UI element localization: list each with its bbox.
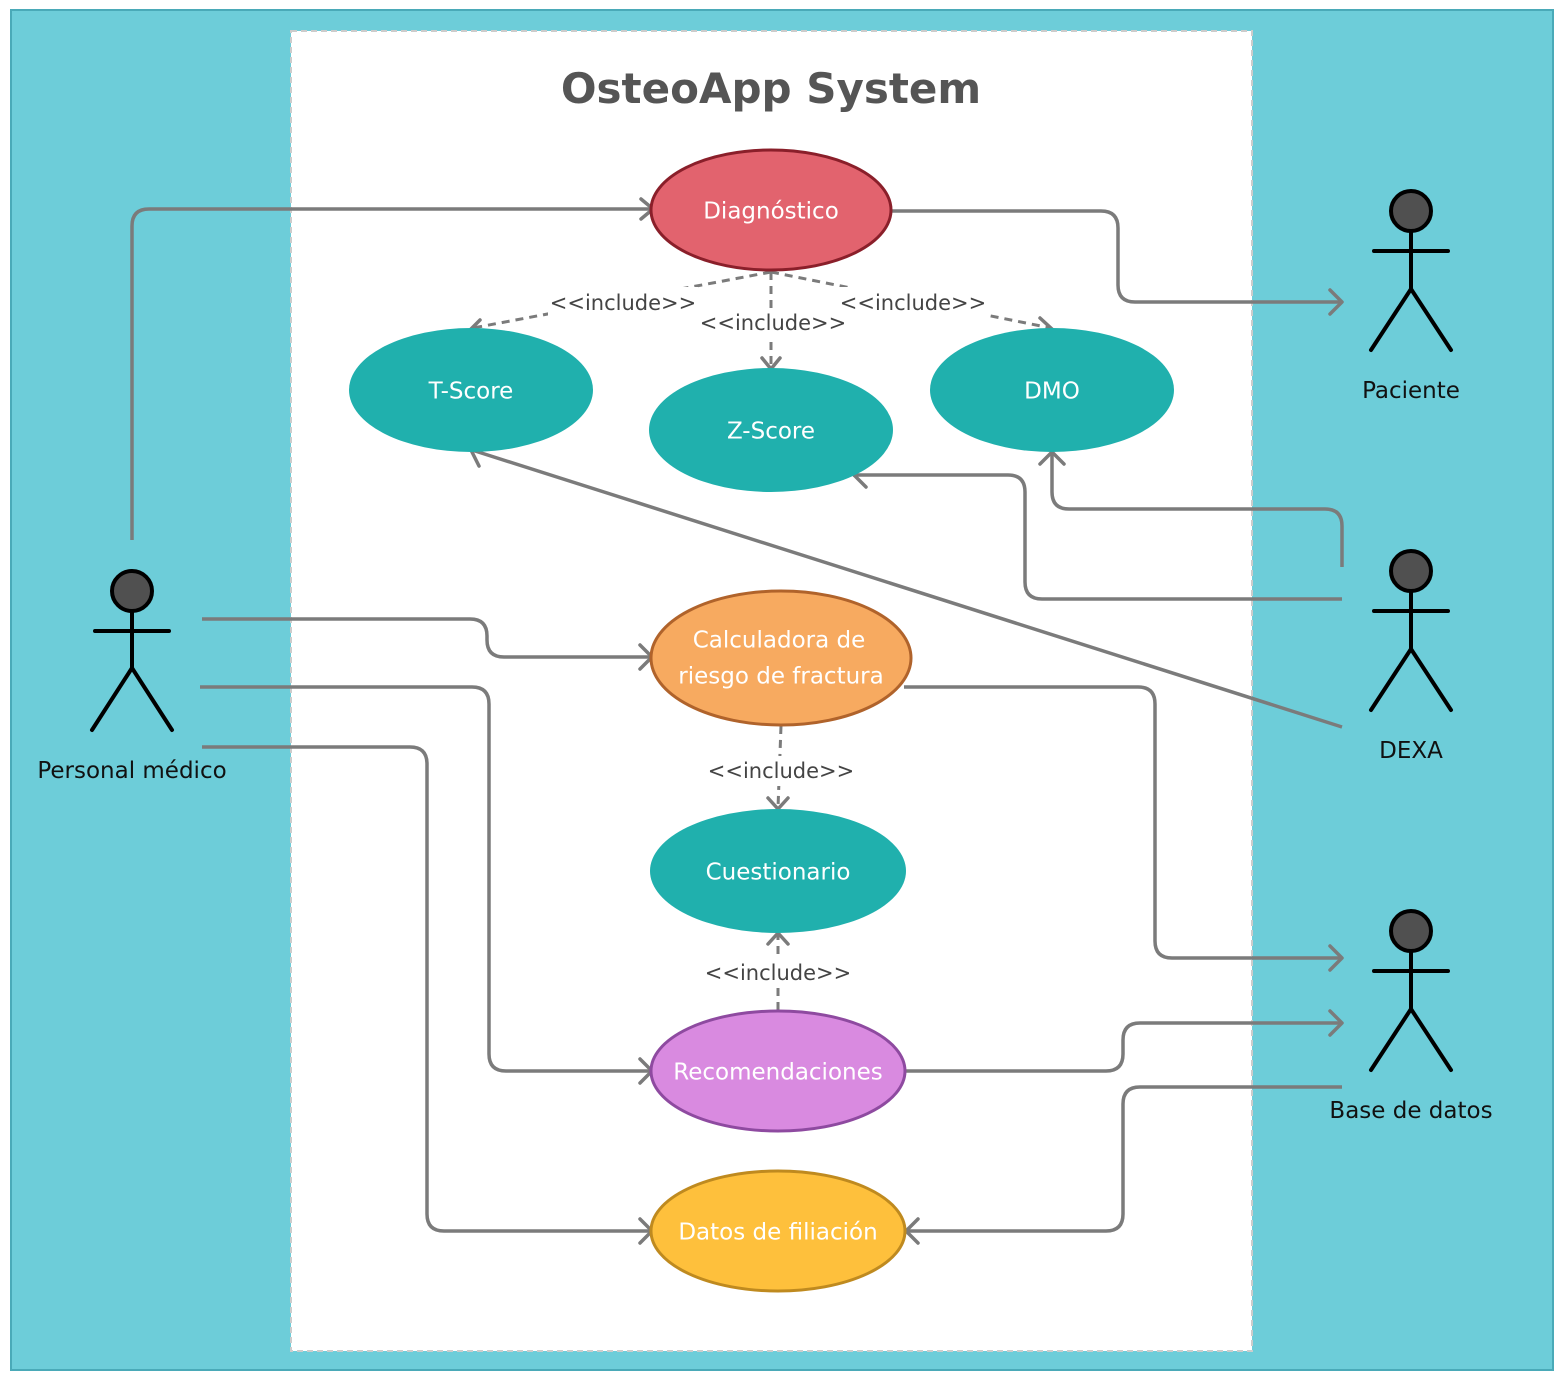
actor-dexa-label: DEXA bbox=[1379, 738, 1443, 764]
assoc-dexa-zscore bbox=[853, 473, 1342, 601]
assoc-dexa-dmo bbox=[1050, 452, 1344, 567]
include-label-zscore: <<include>> bbox=[700, 311, 846, 335]
assoc-medico-diagnostico bbox=[130, 207, 650, 540]
label-backing bbox=[548, 287, 698, 317]
actor-head-icon bbox=[1389, 909, 1433, 953]
arrowhead bbox=[1328, 288, 1344, 316]
usecase-calculadora-label-line1: Calculadora de bbox=[693, 628, 866, 654]
arrowhead bbox=[1328, 1009, 1344, 1037]
assoc-diagnostico-paciente bbox=[892, 209, 1340, 304]
usecase-calculadora[interactable]: Calculadora de riesgo de fractura bbox=[649, 589, 913, 727]
usecase-datos-filiacion-label: Datos de filiación bbox=[678, 1220, 877, 1246]
usecase-tscore[interactable]: T-Score bbox=[349, 328, 593, 452]
label-backing bbox=[698, 308, 848, 338]
assoc-medico-calculadora bbox=[202, 617, 650, 659]
usecase-cuestionario[interactable]: Cuestionario bbox=[650, 809, 906, 933]
assoc-medico-recomendaciones bbox=[200, 685, 650, 1073]
actor-paciente-label: Paciente bbox=[1362, 378, 1460, 404]
usecase-zscore[interactable]: Z-Score bbox=[649, 368, 893, 492]
actor-head-icon bbox=[110, 569, 154, 613]
assoc-medico-filiacion bbox=[202, 745, 650, 1233]
actor-paciente[interactable]: Paciente bbox=[1362, 189, 1460, 404]
include-label-cuestionario-top: <<include>> bbox=[708, 759, 854, 783]
actor-personal-medico-label: Personal médico bbox=[37, 758, 226, 784]
actor-dexa[interactable]: DEXA bbox=[1369, 549, 1453, 764]
usecase-tscore-label: T-Score bbox=[428, 379, 514, 405]
include-label-tscore: <<include>> bbox=[550, 291, 696, 315]
system-title: OsteoApp System bbox=[561, 64, 981, 113]
usecase-calculadora-label-line2: riesgo de fractura bbox=[678, 664, 883, 690]
label-backing bbox=[703, 957, 853, 987]
label-backing bbox=[706, 756, 856, 786]
assoc-calculadora-basedatos bbox=[904, 685, 1340, 960]
actor-base-datos-label: Base de datos bbox=[1329, 1098, 1492, 1124]
include-diagnostico-tscore bbox=[472, 270, 772, 330]
usecase-zscore-label: Z-Score bbox=[727, 419, 815, 445]
actor-base-datos[interactable]: Base de datos bbox=[1329, 909, 1493, 1124]
usecase-recomendaciones[interactable]: Recomendaciones bbox=[649, 1009, 907, 1133]
usecase-recomendaciones-label: Recomendaciones bbox=[673, 1060, 882, 1086]
arrowhead bbox=[1328, 944, 1344, 972]
assoc-basedatos-filiacion bbox=[906, 1085, 1342, 1233]
include-label-cuestionario-bottom: <<include>> bbox=[705, 961, 851, 985]
usecase-cuestionario-label: Cuestionario bbox=[706, 860, 851, 886]
actor-head-icon bbox=[1389, 189, 1433, 233]
usecase-dmo[interactable]: DMO bbox=[930, 328, 1174, 452]
actor-head-icon bbox=[1389, 549, 1433, 593]
usecase-diagnostico[interactable]: Diagnóstico bbox=[649, 148, 893, 272]
include-label-dmo: <<include>> bbox=[840, 291, 986, 315]
assoc-dexa-tscore bbox=[471, 448, 1343, 729]
usecase-datos-filiacion[interactable]: Datos de filiación bbox=[649, 1169, 907, 1293]
actor-personal-medico[interactable]: Personal médico bbox=[37, 569, 227, 784]
usecase-diagnostico-label: Diagnóstico bbox=[703, 199, 839, 225]
assoc-recomendaciones-basedatos bbox=[904, 1021, 1340, 1073]
usecase-dmo-label: DMO bbox=[1024, 379, 1080, 405]
label-backing bbox=[838, 287, 988, 317]
